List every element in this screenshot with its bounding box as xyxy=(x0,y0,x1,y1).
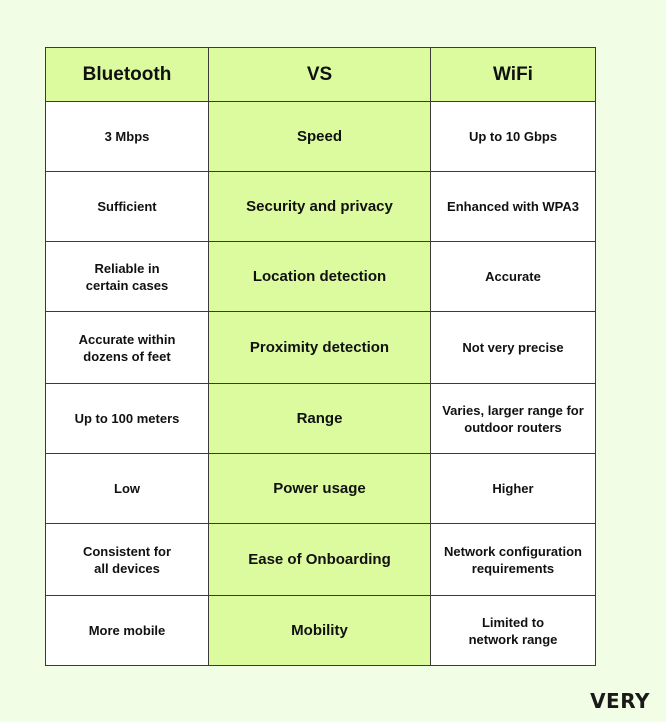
bluetooth-cell: Accurate within dozens of feet xyxy=(46,312,209,384)
bluetooth-cell: Sufficient xyxy=(46,172,209,242)
bluetooth-cell: Up to 100 meters xyxy=(46,384,209,454)
table-row: Sufficient Security and privacy Enhanced… xyxy=(46,172,596,242)
bluetooth-cell: 3 Mbps xyxy=(46,102,209,172)
criterion-cell: Speed xyxy=(209,102,431,172)
header-bluetooth: Bluetooth xyxy=(46,48,209,102)
table-row: Up to 100 meters Range Varies, larger ra… xyxy=(46,384,596,454)
table-row: More mobile Mobility Limited to network … xyxy=(46,596,596,666)
criterion-cell: Proximity detection xyxy=(209,312,431,384)
brand-logo: VERY xyxy=(590,689,650,713)
table-row: Low Power usage Higher xyxy=(46,454,596,524)
bluetooth-cell: More mobile xyxy=(46,596,209,666)
criterion-cell: Mobility xyxy=(209,596,431,666)
wifi-cell: Limited to network range xyxy=(431,596,596,666)
bluetooth-cell: Low xyxy=(46,454,209,524)
wifi-cell: Up to 10 Gbps xyxy=(431,102,596,172)
criterion-cell: Range xyxy=(209,384,431,454)
wifi-cell: Accurate xyxy=(431,242,596,312)
table-row: 3 Mbps Speed Up to 10 Gbps xyxy=(46,102,596,172)
header-wifi: WiFi xyxy=(431,48,596,102)
criterion-cell: Ease of Onboarding xyxy=(209,524,431,596)
criterion-cell: Security and privacy xyxy=(209,172,431,242)
table-row: Reliable in certain cases Location detec… xyxy=(46,242,596,312)
criterion-cell: Location detection xyxy=(209,242,431,312)
bluetooth-cell: Reliable in certain cases xyxy=(46,242,209,312)
table-row: Consistent for all devices Ease of Onboa… xyxy=(46,524,596,596)
wifi-cell: Varies, larger range for outdoor routers xyxy=(431,384,596,454)
table-header-row: Bluetooth VS WiFi xyxy=(46,48,596,102)
bluetooth-cell: Consistent for all devices xyxy=(46,524,209,596)
comparison-table: Bluetooth VS WiFi 3 Mbps Speed Up to 10 … xyxy=(45,47,596,666)
table-row: Accurate within dozens of feet Proximity… xyxy=(46,312,596,384)
criterion-cell: Power usage xyxy=(209,454,431,524)
wifi-cell: Network configuration requirements xyxy=(431,524,596,596)
header-vs: VS xyxy=(209,48,431,102)
wifi-cell: Enhanced with WPA3 xyxy=(431,172,596,242)
wifi-cell: Higher xyxy=(431,454,596,524)
wifi-cell: Not very precise xyxy=(431,312,596,384)
